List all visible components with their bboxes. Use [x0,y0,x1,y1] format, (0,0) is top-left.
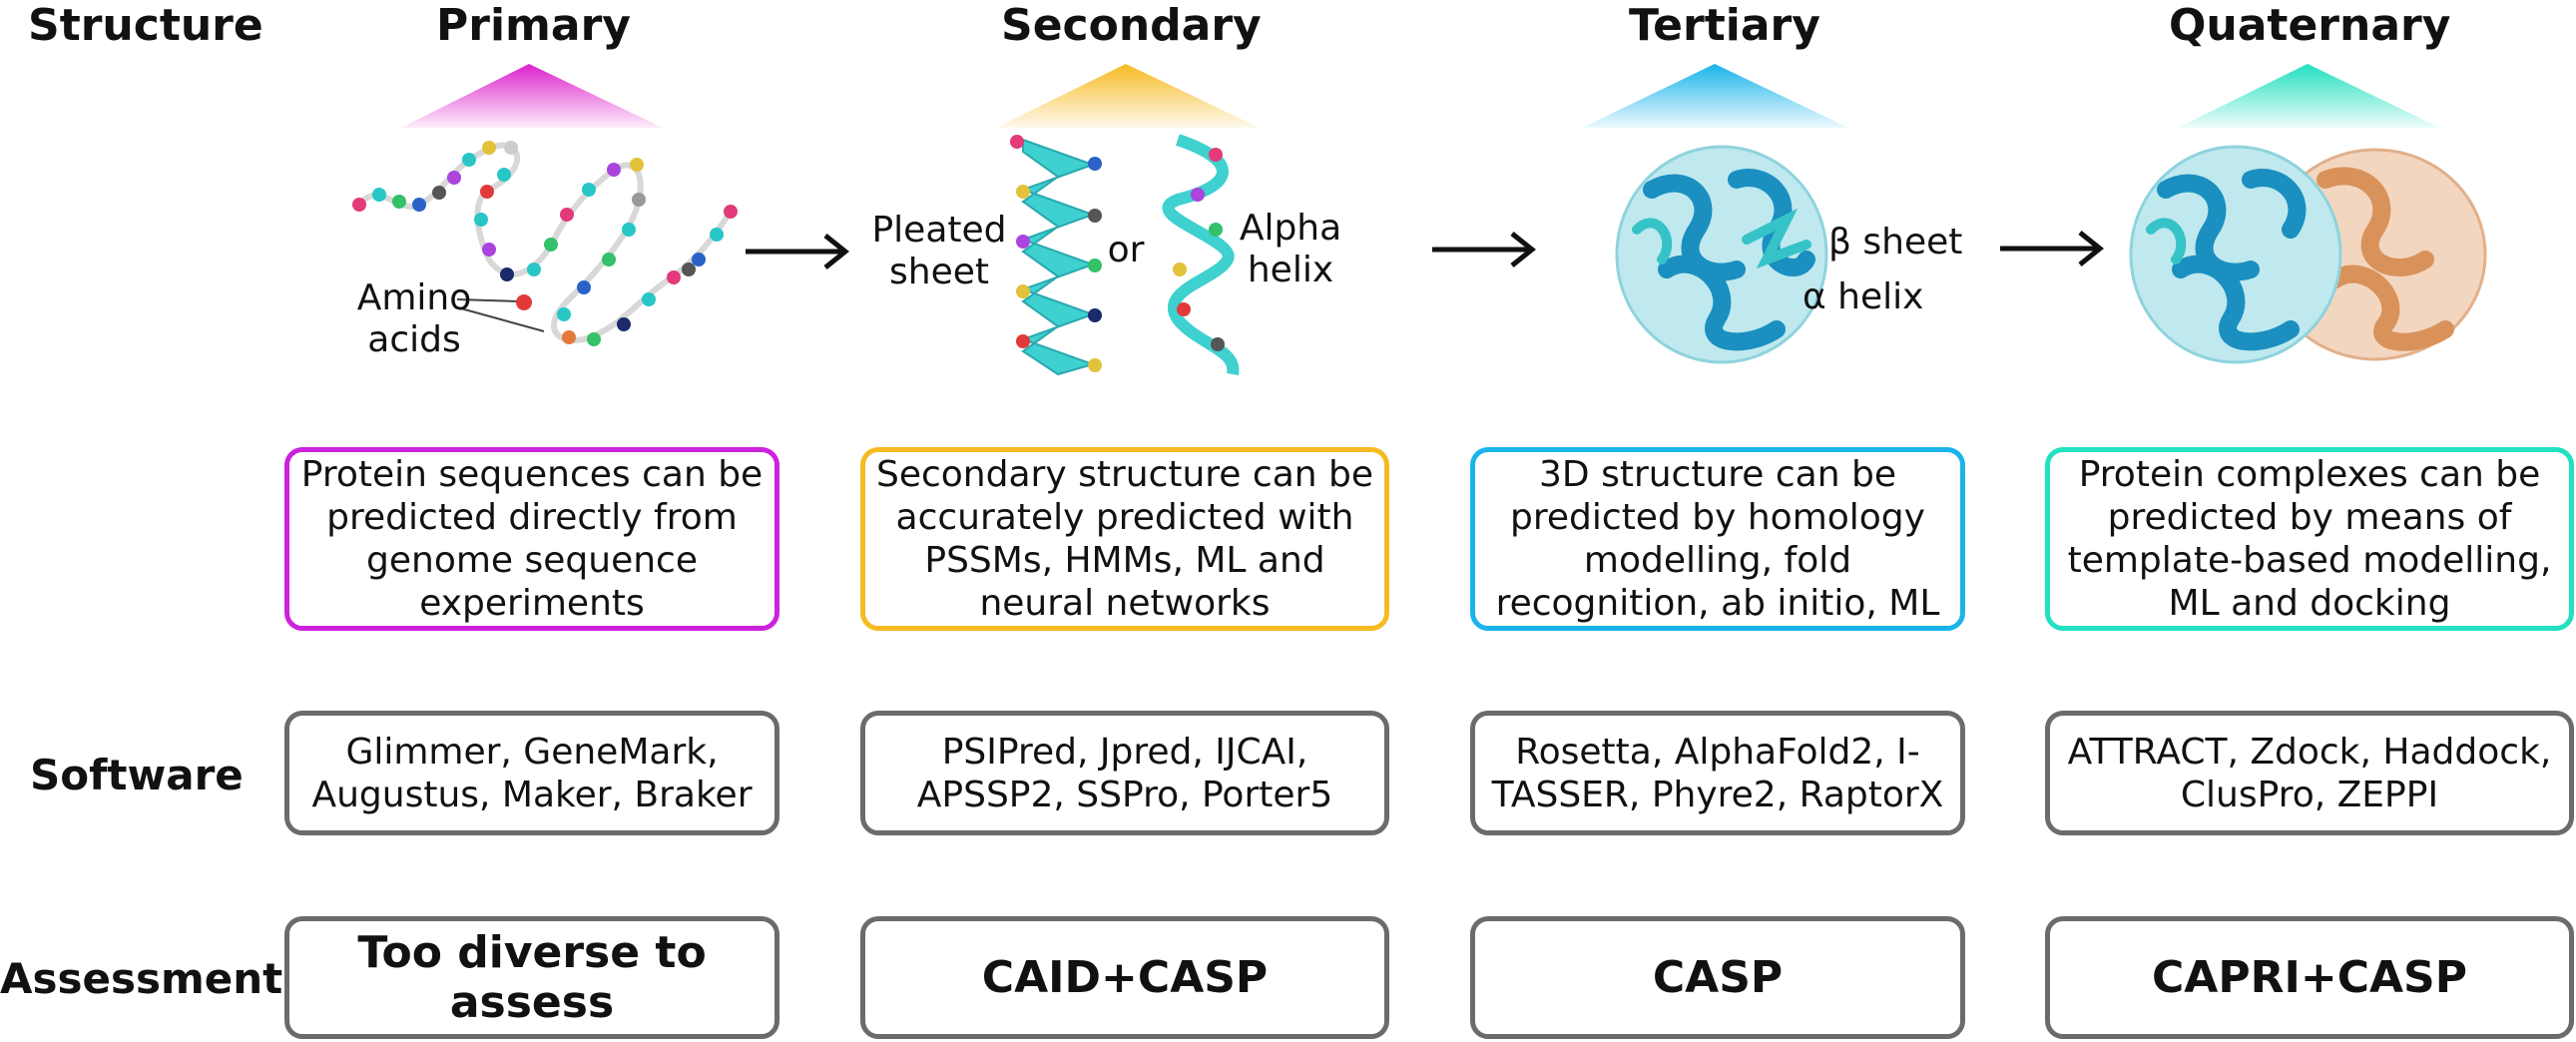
header-tertiary: Tertiary [1629,0,1820,51]
quaternary-assessment-text: CAPRI+CASP [2152,951,2467,1003]
tertiary-description-text: 3D structure can be predicted by homolog… [1495,454,1940,624]
pleated-sheet-icon [1010,135,1102,376]
header-secondary: Secondary [1001,0,1262,51]
software-row-label: Software [30,751,244,799]
secondary-description-text: Secondary structure can be accurately pr… [875,454,1374,624]
tertiary-triangle [1582,64,1848,128]
primary-description-box: Protein sequences can be predicted direc… [284,447,779,631]
secondary-triangle [996,64,1260,128]
quaternary-description-text: Protein complexes can be predicted by me… [2067,454,2552,624]
right-arrow-icon [2000,231,2105,266]
header-triangles [401,64,2440,128]
quaternary-assessment-box: CAPRI+CASP [2045,916,2574,1039]
alpha-helix-label: Alpha helix [1239,208,1342,290]
quaternary-software-box: ATTRACT, Zdock, Haddock, ClusPro, ZEPPI [2045,711,2574,835]
secondary-software-box: PSIPred, Jpred, IJCAI, APSSP2, SSPro, Po… [860,711,1389,835]
secondary-assessment-box: CAID+CASP [860,916,1389,1039]
primary-triangle [401,64,663,128]
quaternary-complex-icon [2129,145,2487,364]
secondary-software-text: PSIPred, Jpred, IJCAI, APSSP2, SSPro, Po… [916,731,1333,815]
primary-assessment-text: Too diverse to assess [357,926,707,1028]
primary-software-text: Glimmer, GeneMark, Augustus, Maker, Brak… [311,731,753,815]
amino-acids-label: Amino acids [356,277,472,360]
assessment-row-label: Assessment [0,954,283,1003]
tertiary-assessment-text: CASP [1652,951,1784,1003]
tertiary-description-box: 3D structure can be predicted by homolog… [1470,447,1965,631]
or-label: or [1107,230,1145,270]
header-primary: Primary [436,0,631,51]
header-structure: Structure [28,0,263,51]
tertiary-assessment-box: CASP [1470,916,1965,1039]
header-quaternary: Quaternary [2169,0,2451,51]
pleated-sheet-label: Pleated sheet [871,210,1007,292]
primary-software-box: Glimmer, GeneMark, Augustus, Maker, Brak… [284,711,779,835]
beta-sheet-label: β sheet [1828,222,1963,262]
secondary-assessment-text: CAID+CASP [981,951,1269,1003]
right-arrow-icon [1432,232,1537,267]
quaternary-software-text: ATTRACT, Zdock, Haddock, ClusPro, ZEPPI [2067,731,2552,815]
tertiary-software-text: Rosetta, AlphaFold2, I-TASSER, Phyre2, R… [1491,731,1944,815]
right-arrow-icon [746,234,850,269]
quaternary-triangle [2178,64,2440,128]
alpha-helix-tertiary-label: α helix [1803,276,1924,317]
primary-assessment-box: Too diverse to assess [284,916,779,1039]
tertiary-software-box: Rosetta, AlphaFold2, I-TASSER, Phyre2, R… [1470,711,1965,835]
alpha-helix-icon [1162,134,1240,376]
primary-description-text: Protein sequences can be predicted direc… [300,454,764,624]
amino-acid-chain-icon [352,141,738,346]
secondary-description-box: Secondary structure can be accurately pr… [860,447,1389,631]
quaternary-description-box: Protein complexes can be predicted by me… [2045,447,2574,631]
tertiary-protein-icon [1615,145,1828,364]
